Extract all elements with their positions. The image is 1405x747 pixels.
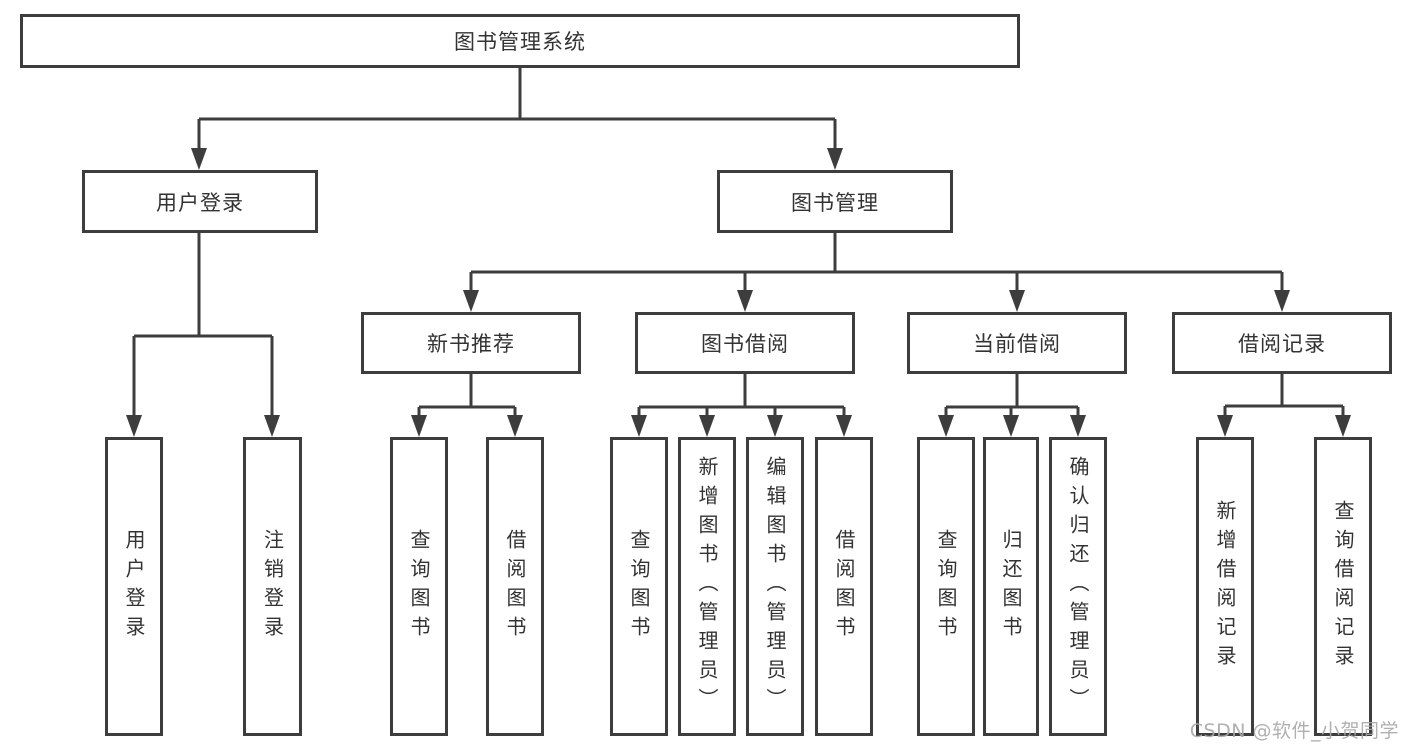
node-label: 借阅记录 [1238, 332, 1326, 356]
node-label: 借阅图书 [503, 528, 527, 645]
leaf-records-query-borrow-record: 查询借阅记录 [1314, 437, 1372, 736]
leaf-current-confirm-return-admin: 确认归还（管理员） [1049, 437, 1107, 736]
arrow-head-icons [126, 148, 1351, 437]
csdn-watermark: CSDN @软件_小贺同学 [1189, 720, 1399, 742]
node-label: 新增图书（管理员） [695, 456, 719, 717]
node-label: 查询图书 [627, 528, 651, 645]
node-label: 图书借阅 [701, 332, 789, 356]
leaf-logout: 注销登录 [243, 437, 302, 736]
node-label: 查询借阅记录 [1331, 499, 1355, 674]
node-label: 当前借阅 [973, 332, 1061, 356]
leaf-borrow-edit-book-admin: 编辑图书（管理员） [746, 437, 804, 736]
leaf-current-return-books: 归还图书 [983, 437, 1039, 736]
node-label: 图书管理 [791, 190, 879, 215]
node-label: 编辑图书（管理员） [763, 456, 787, 717]
node-borrowing-records: 借阅记录 [1172, 312, 1392, 374]
leaf-recommend-query-books: 查询图书 [390, 437, 448, 736]
leaf-user-login: 用户登录 [105, 437, 163, 736]
node-label: 新书推荐 [427, 332, 515, 356]
node-label: 用户登录 [122, 528, 146, 645]
node-new-book-recommendation: 新书推荐 [361, 312, 581, 374]
node-label: 确认归还（管理员） [1066, 456, 1090, 717]
leaf-borrow-add-book-admin: 新增图书（管理员） [678, 437, 736, 736]
node-library-management-system: 图书管理系统 [20, 14, 1020, 68]
node-label: 新增借阅记录 [1213, 499, 1237, 674]
node-label: 归还图书 [999, 528, 1023, 645]
leaf-borrow-borrow-books: 借阅图书 [815, 437, 873, 736]
leaf-recommend-borrow-books: 借阅图书 [486, 437, 544, 736]
node-book-borrowing: 图书借阅 [635, 312, 855, 374]
tree-edges [132, 66, 1345, 417]
leaf-records-add-borrow-record: 新增借阅记录 [1196, 437, 1254, 736]
node-current-borrowing: 当前借阅 [907, 312, 1127, 374]
node-label: 用户登录 [156, 190, 244, 215]
leaf-borrow-query-books: 查询图书 [610, 437, 668, 736]
node-label: 注销登录 [260, 528, 285, 645]
leaf-current-query-books: 查询图书 [917, 437, 975, 736]
node-label: 查询图书 [407, 528, 431, 645]
node-label: 查询图书 [934, 528, 958, 645]
node-user-login: 用户登录 [82, 170, 318, 233]
node-label: 图书管理系统 [454, 30, 586, 54]
node-label: 借阅图书 [832, 528, 856, 645]
node-book-management: 图书管理 [717, 170, 953, 233]
